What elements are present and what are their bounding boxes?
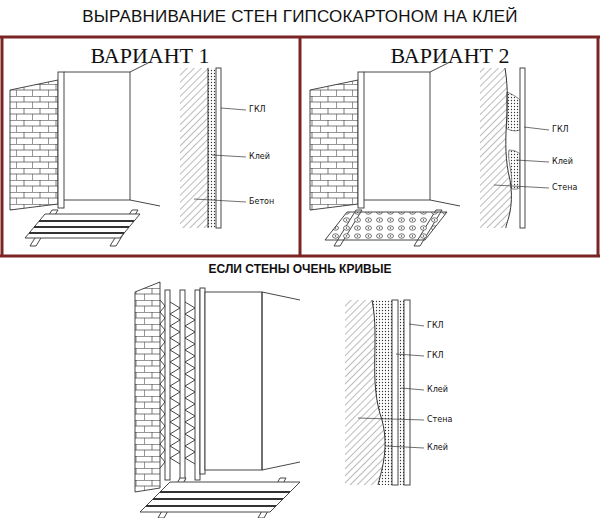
layer-label: Клей [248, 152, 271, 161]
layer-label: ГКЛ [248, 105, 267, 114]
layer-label: Стена [551, 183, 578, 192]
layer-label: ГКЛ [551, 125, 570, 134]
diagram-title: ВЫРАВНИВАНИЕ СТЕН ГИПСОКАРТОНОМ НА КЛЕЙ [82, 7, 517, 27]
panel-frame [0, 37, 600, 256]
layer-label: Клей [551, 157, 574, 166]
room-sketch-3 [135, 282, 300, 518]
room-sketch-2 [310, 62, 460, 246]
layer-label: Бетон [248, 197, 275, 206]
layer-label: ГКЛ [426, 321, 445, 330]
layer-label: Клей [426, 385, 449, 394]
layer-label: Стена [426, 415, 453, 424]
section-3 [345, 300, 424, 485]
panel-heading: ЕСЛИ СТЕНЫ ОЧЕНЬ КРИВЫЕ [209, 263, 392, 277]
section-2 [480, 68, 549, 228]
layer-label: Клей [426, 443, 449, 452]
section-1 [180, 68, 246, 228]
panel-heading: ВАРИАНТ 2 [390, 43, 509, 68]
layer-label: ГКЛ [426, 351, 445, 360]
room-sketch-1 [10, 62, 160, 246]
panel-heading: ВАРИАНТ 1 [90, 43, 209, 68]
